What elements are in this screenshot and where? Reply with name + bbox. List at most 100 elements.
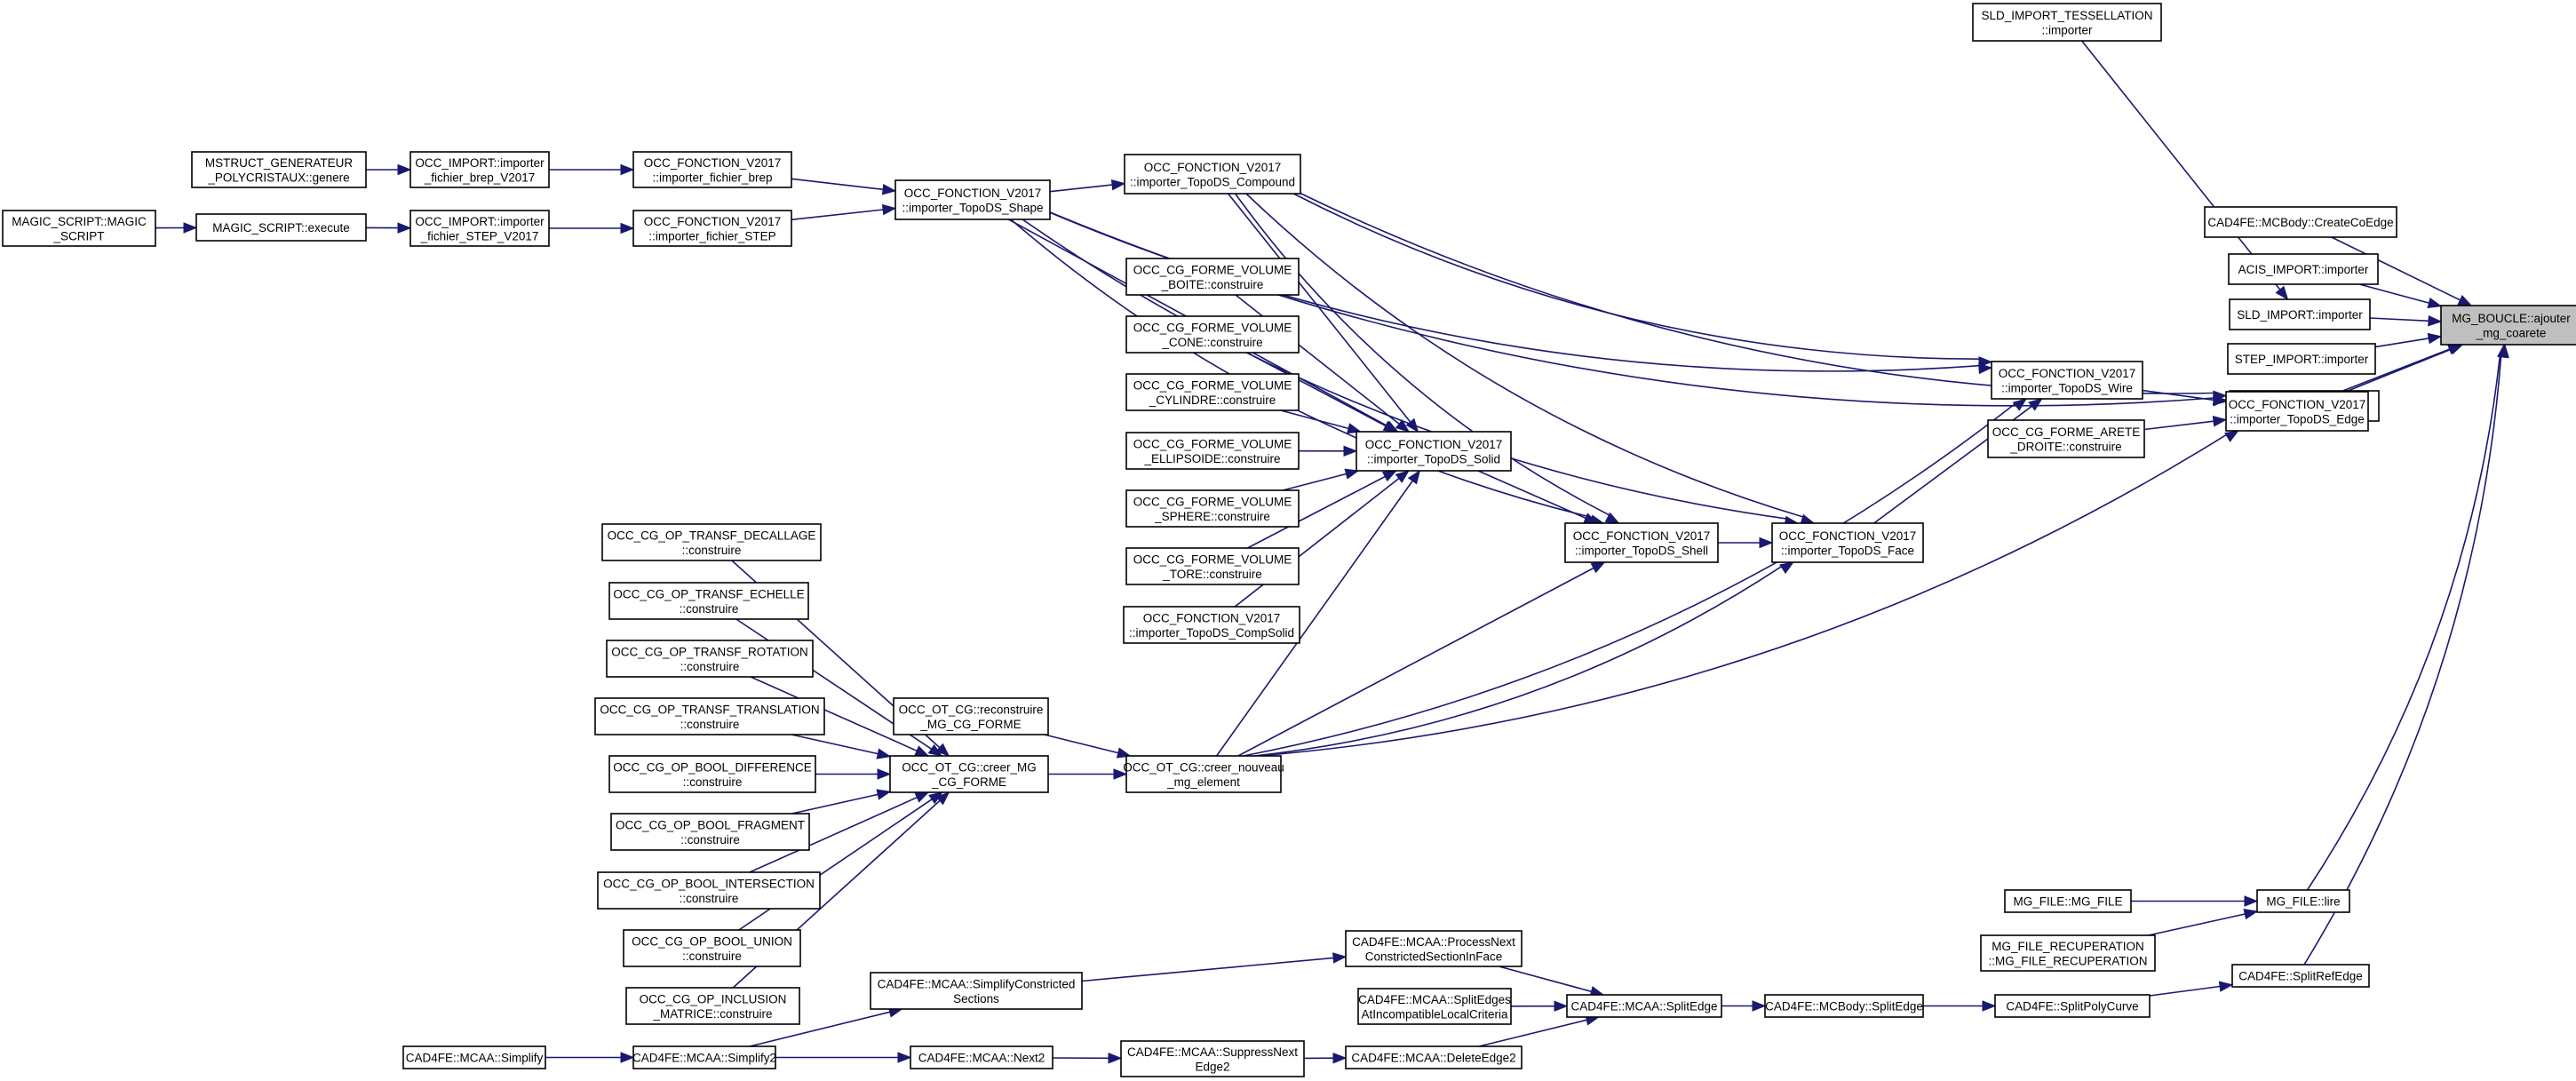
function-node[interactable]: CAD4FE::MCBody::CreateCoEdge <box>2204 206 2397 238</box>
function-node[interactable]: SLD_IMPORT::importer <box>2229 298 2371 330</box>
function-node[interactable]: OCC_FONCTION_V2017::importer_TopoDS_Soli… <box>1356 431 1512 472</box>
function-node[interactable]: MAGIC_SCRIPT::MAGIC_SCRIPT <box>2 210 156 247</box>
call-edge <box>775 1052 912 1063</box>
node-label: OCC_CG_OP_BOOL_INTERSECTION <box>603 877 815 890</box>
function-node[interactable]: SLD_IMPORT_TESSELLATION::importer <box>1972 3 2162 42</box>
node-label: ::importer_fichier_STEP <box>648 229 775 242</box>
edge-line <box>1247 475 1386 549</box>
function-node[interactable]: OCC_FONCTION_V2017::importer_TopoDS_Shap… <box>894 179 1051 220</box>
call-edge <box>1254 561 1794 757</box>
root-function-node[interactable]: MG_BOUCLE::ajouter_mg_coarete <box>2440 305 2576 346</box>
function-node[interactable]: CAD4FE::SplitRefEdge <box>2231 964 2370 988</box>
node-box <box>625 987 800 1025</box>
edge-line <box>1227 193 1411 423</box>
node-label: ::construire <box>680 718 740 731</box>
function-node[interactable]: OCC_OT_CG::reconstruire_MG_CG_FORME <box>893 697 1049 735</box>
function-node[interactable]: OCC_CG_OP_BOOL_FRAGMENT::construire <box>610 813 810 851</box>
function-node[interactable]: OCC_IMPORT::importer_fichier_brep_V2017 <box>409 151 550 188</box>
function-node[interactable]: OCC_OT_CG::creer_nouveau_mg_element <box>1123 755 1284 793</box>
function-node[interactable]: OCC_CG_OP_TRANSF_ROTATION::construire <box>606 640 814 678</box>
function-node[interactable]: CAD4FE::MCAA::Next2 <box>910 1045 1053 1069</box>
function-node[interactable]: MSTRUCT_GENERATEUR_POLYCRISTAUX::genere <box>191 151 367 188</box>
call-edge <box>1280 409 1362 434</box>
node-box <box>1357 988 1512 1025</box>
node-box <box>608 755 816 793</box>
node-label: ::importer_TopoDS_Solid <box>1367 452 1500 465</box>
function-node[interactable]: MAGIC_SCRIPT::execute <box>195 213 367 242</box>
function-node[interactable]: OCC_IMPORT::importer_fichier_STEP_V2017 <box>409 210 550 247</box>
call-edge <box>1298 445 1358 457</box>
call-edge <box>1049 179 1126 193</box>
function-node[interactable]: CAD4FE::MCBody::SplitEdge <box>1764 994 1924 1018</box>
function-node[interactable]: STEP_IMPORT::importer <box>2227 343 2376 375</box>
function-node[interactable]: CAD4FE::SplitPolyCurve <box>1994 994 2151 1018</box>
edge-line <box>1254 566 1783 757</box>
node-label: OCC_OT_CG::creer_nouveau <box>1123 760 1284 774</box>
function-node[interactable]: OCC_CG_FORME_VOLUME_ELLIPSOIDE::construi… <box>1125 432 1300 470</box>
function-node[interactable]: MG_FILE_RECUPERATION::MG_FILE_RECUPERATI… <box>1980 934 2156 972</box>
node-label: _MG_CG_FORME <box>919 718 1021 731</box>
call-edge <box>1873 398 2043 524</box>
function-node[interactable]: CAD4FE::MCAA::DeleteEdge2 <box>1345 1045 1523 1069</box>
arrowhead-icon <box>1113 768 1128 780</box>
function-node[interactable]: OCC_CG_OP_INCLUSION_MATRICE::construire <box>625 987 800 1025</box>
node-label: _fichier_brep_V2017 <box>424 171 536 184</box>
function-node[interactable]: OCC_CG_FORME_VOLUME_BOITE::construire <box>1125 258 1300 296</box>
function-node[interactable]: OCC_CG_FORME_VOLUME_CYLINDRE::construire <box>1125 373 1300 411</box>
node-box <box>889 755 1049 793</box>
function-node[interactable]: CAD4FE::MCAA::ProcessNextConstrictedSect… <box>1345 930 1523 967</box>
function-node[interactable]: OCC_CG_FORME_VOLUME_SPHERE::construire <box>1125 489 1300 528</box>
node-box <box>195 213 367 242</box>
function-node[interactable]: OCC_FONCTION_V2017::importer_TopoDS_Shel… <box>1564 522 1719 563</box>
function-node[interactable]: OCC_FONCTION_V2017::importer_TopoDS_Wire <box>1991 361 2143 400</box>
function-node[interactable]: OCC_CG_OP_BOOL_DIFFERENCE::construire <box>608 755 816 793</box>
node-label: AtIncompatibleLocalCriteria <box>1361 1007 1508 1021</box>
edge-line <box>1292 193 1980 360</box>
function-node[interactable]: OCC_CG_OP_TRANSF_DECALLAGE::construire <box>601 523 822 561</box>
function-node[interactable]: OCC_CG_FORME_VOLUME_CONE::construire <box>1125 315 1300 354</box>
arrowhead-icon <box>1332 1052 1348 1064</box>
function-node[interactable]: MG_FILE::MG_FILE <box>2004 889 2132 913</box>
edge-line <box>1280 409 1349 430</box>
call-edge <box>1292 193 1993 368</box>
function-node[interactable]: CAD4FE::MCAA::SimplifyConstrictedSection… <box>870 972 1083 1010</box>
function-node[interactable]: ACIS_IMPORT::importer <box>2228 253 2379 285</box>
function-node[interactable]: OCC_FONCTION_V2017::importer_TopoDS_Comp… <box>1123 606 1300 644</box>
edge-line <box>1258 433 2227 757</box>
call-edge <box>1215 469 1421 757</box>
node-label: ::importer_TopoDS_Face <box>1781 544 1914 557</box>
arrowhead-icon <box>2244 895 2259 907</box>
function-node[interactable]: OCC_FONCTION_V2017::importer_TopoDS_Edge <box>2225 391 2369 432</box>
node-box <box>409 210 550 247</box>
node-box <box>594 697 825 735</box>
node-label: _CG_FORME <box>931 775 1006 789</box>
function-node[interactable]: CAD4FE::MCAA::SplitEdge <box>1566 994 1722 1018</box>
function-node[interactable]: OCC_FONCTION_V2017::importer_fichier_STE… <box>632 210 792 247</box>
function-node[interactable]: OCC_FONCTION_V2017::importer_TopoDS_Face <box>1771 522 1924 563</box>
node-label: MG_FILE::lire <box>2266 895 2340 909</box>
function-node[interactable]: MG_FILE::lire <box>2256 889 2350 913</box>
edge-line <box>2342 348 2450 392</box>
function-node[interactable]: CAD4FE::MCAA::SplitEdgesAtIncompatibleLo… <box>1357 988 1512 1025</box>
node-label: MG_BOUCLE::ajouter <box>2452 312 2571 325</box>
node-label: CAD4FE::MCBody::SplitEdge <box>1765 1000 1923 1013</box>
node-label: OCC_IMPORT::importer <box>415 215 545 228</box>
function-node[interactable]: CAD4FE::MCAA::Simplify <box>402 1045 546 1069</box>
node-label: MAGIC_SCRIPT::execute <box>212 221 350 234</box>
call-edge <box>1010 219 1605 526</box>
node-label: OCC_OT_CG::reconstruire <box>899 703 1044 716</box>
arrowhead-icon <box>1407 469 1421 485</box>
function-node[interactable]: OCC_CG_OP_TRANSF_ECHELLE::construire <box>608 582 809 620</box>
function-node[interactable]: OCC_CG_FORME_ARETE_DROITE::construire <box>1987 419 2145 458</box>
function-node[interactable]: OCC_OT_CG::creer_MG_CG_FORME <box>889 755 1049 793</box>
function-node[interactable]: OCC_CG_OP_BOOL_UNION::construire <box>623 929 801 967</box>
function-node[interactable]: CAD4FE::MCAA::Simplify2 <box>632 1045 776 1069</box>
node-box <box>1972 3 2162 42</box>
node-box <box>1125 373 1300 411</box>
function-node[interactable]: OCC_CG_OP_BOOL_INTERSECTION::construire <box>597 871 821 910</box>
function-node[interactable]: OCC_FONCTION_V2017::importer_fichier_bre… <box>632 151 792 188</box>
function-node[interactable]: OCC_CG_OP_TRANSF_TRANSLATION::construire <box>594 697 825 735</box>
function-node[interactable]: OCC_FONCTION_V2017::importer_TopoDS_Comp… <box>1124 154 1301 195</box>
function-node[interactable]: OCC_CG_FORME_VOLUME_TORE::construire <box>1125 547 1300 585</box>
